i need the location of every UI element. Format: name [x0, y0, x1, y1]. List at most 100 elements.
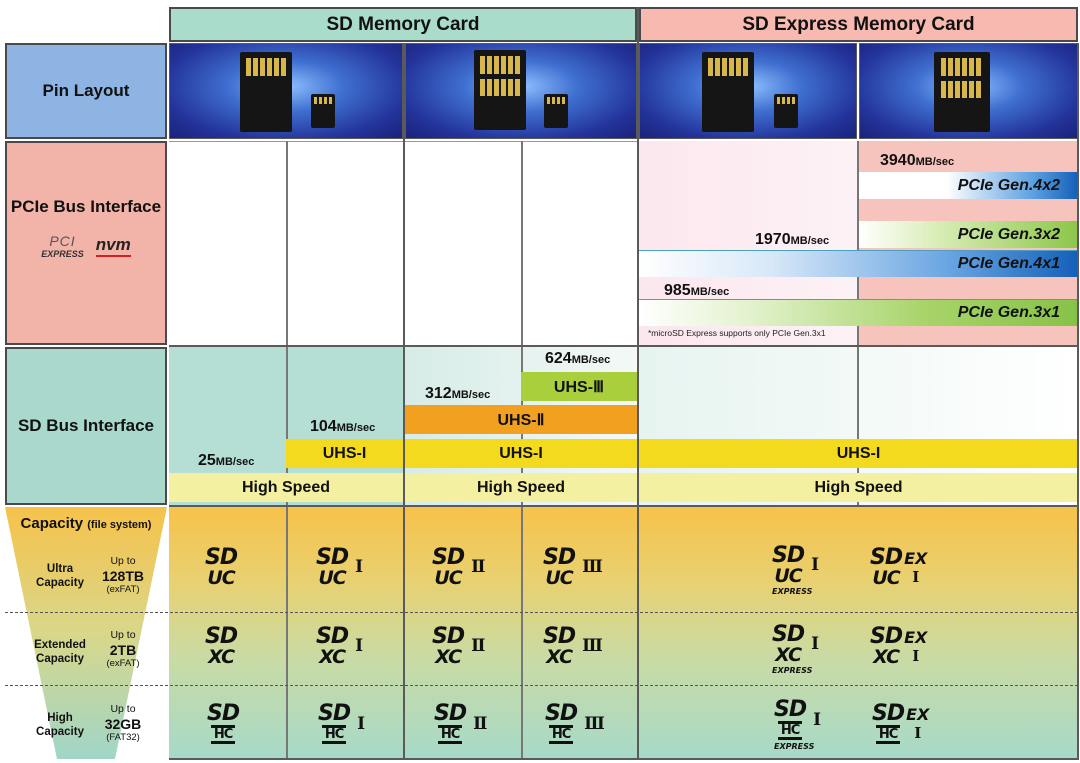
row-label-sd-bus-interface: SD Bus Interface: [5, 347, 167, 505]
speed-104: 104MB/sec: [310, 418, 375, 436]
speed-3940: 3940MB/sec: [880, 152, 954, 170]
col-divider-express: [637, 7, 639, 759]
capacity-funnel: [5, 507, 167, 759]
extended-upto: Up to: [110, 629, 136, 641]
speed-104-unit: MB/sec: [336, 422, 376, 434]
high-speed-bar-b: High Speed: [405, 473, 637, 502]
speed-985-value: 985: [664, 282, 691, 299]
pin-layout-express-sd: [639, 43, 857, 139]
frame-right: [1077, 43, 1079, 759]
pcie-gen4x1-bar: PCIe Gen.4x1: [639, 250, 1078, 277]
capacity-area: [169, 507, 1078, 759]
header-sd-memory-card: SD Memory Card: [169, 7, 637, 42]
capacity-subtitle: (file system): [87, 519, 152, 531]
microsd-uhs2-card-image: [544, 94, 568, 128]
pcie-gen3x2-bar: PCIe Gen.3x2: [859, 221, 1078, 248]
pin-layout-express-sd-x2: [859, 43, 1078, 139]
express-logo-text: EXPRESS: [41, 249, 84, 259]
col-divider-sd-memory: [403, 43, 405, 759]
speed-624: 624MB/sec: [545, 350, 610, 368]
extended-capacity-limit: Up to 2TB (exFAT): [93, 629, 153, 670]
sd-express-card-image: [702, 52, 754, 132]
high-speed-bar-a: High Speed: [169, 473, 403, 502]
ultra-capacity-name: Ultra Capacity: [36, 563, 84, 589]
ultra-size: 128TB: [101, 567, 145, 584]
high-capacity-limit: Up to 32GB (FAT32): [93, 703, 153, 744]
ultra-upto: Up to: [110, 555, 136, 567]
speed-1970-unit: MB/sec: [790, 235, 830, 247]
sd-express-x2-card-image: [934, 52, 990, 132]
capacity-divider-1: [5, 612, 1078, 613]
speed-25-value: 25: [198, 452, 216, 469]
speed-1970-value: 1970: [755, 231, 791, 248]
speed-624-value: 624: [545, 350, 572, 367]
speed-312: 312MB/sec: [425, 385, 490, 403]
pci-logo-text: PCI: [49, 233, 76, 249]
speed-3940-unit: MB/sec: [915, 156, 955, 168]
speed-985: 985MB/sec: [664, 282, 729, 300]
pci-express-logo: PCI EXPRESS: [41, 233, 84, 259]
uhs1-bar-sd-b: UHS-I: [405, 439, 637, 468]
pin-layout-sd-uhs2: [405, 43, 637, 139]
extended-fs: (exFAT): [106, 658, 140, 670]
header-sd-express-memory-card: SD Express Memory Card: [639, 7, 1078, 42]
ultra-fs: (exFAT): [106, 584, 140, 596]
speed-3940-value: 3940: [880, 152, 916, 169]
frame-bottom: [169, 758, 1079, 760]
capacity-title: Capacity (file system): [5, 515, 167, 532]
capacity-label-column: Capacity (file system) Ultra Capacity Up…: [5, 507, 167, 759]
sd-uhs2-card-image: [474, 50, 526, 130]
nvm-logo: nvm: [95, 235, 131, 257]
capacity-title-text: Capacity: [20, 515, 84, 532]
speed-1970: 1970MB/sec: [755, 231, 829, 249]
sd-card-image: [240, 52, 292, 132]
ultra-capacity-limit: Up to 128TB (exFAT): [93, 555, 153, 596]
capacity-divider-2: [5, 685, 1078, 686]
high-fs: (FAT32): [106, 732, 140, 744]
row-divider-sdbus: [169, 505, 1078, 507]
pin-layout-sd-uhs1: [169, 43, 403, 139]
speed-624-unit: MB/sec: [571, 354, 611, 366]
uhs1-bar-sd-a: UHS-I: [286, 439, 403, 468]
microsd-card-image: [311, 94, 335, 128]
speed-104-value: 104: [310, 418, 337, 435]
speed-25: 25MB/sec: [198, 452, 254, 470]
high-speed-bar-express: High Speed: [639, 473, 1078, 502]
extended-size: 2TB: [109, 641, 137, 658]
microsd-express-card-image: [774, 94, 798, 128]
row-label-pin-layout: Pin Layout: [5, 43, 167, 139]
high-upto: Up to: [110, 703, 136, 715]
row-label-pcie-bus-interface: PCIe Bus Interface PCI EXPRESS nvm: [5, 141, 167, 345]
high-capacity-name: High Capacity: [36, 712, 84, 738]
extended-capacity-name: Extended Capacity: [34, 639, 86, 665]
pcie-gen4x2-bar: PCIe Gen.4x2: [859, 172, 1078, 199]
row-divider-pcie: [169, 345, 1078, 347]
speed-312-unit: MB/sec: [451, 389, 491, 401]
uhs3-bar: UHS-Ⅲ: [521, 372, 637, 401]
pcie-logos: PCI EXPRESS nvm: [41, 233, 131, 259]
speed-985-unit: MB/sec: [690, 286, 730, 298]
pcie-bus-interface-title: PCIe Bus Interface: [10, 197, 162, 216]
speed-25-unit: MB/sec: [215, 456, 255, 468]
high-size: 32GB: [104, 715, 142, 732]
uhs1-bar-express: UHS-I: [639, 439, 1078, 468]
speed-312-value: 312: [425, 385, 452, 402]
